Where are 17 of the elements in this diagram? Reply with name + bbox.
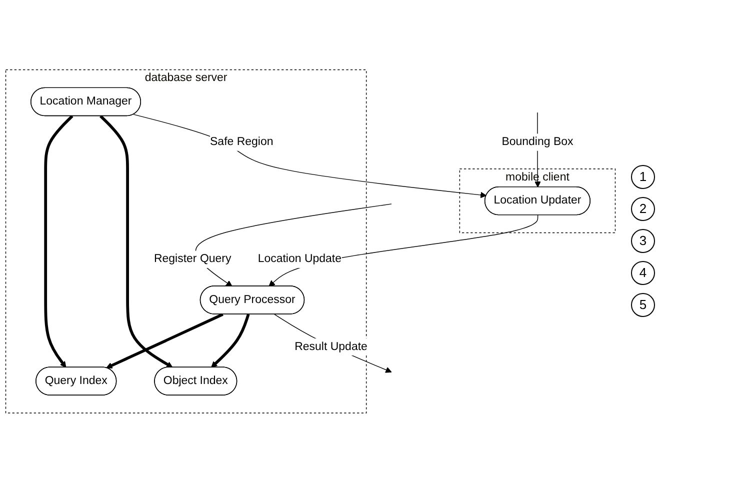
arrow bbox=[195, 203, 392, 286]
arrow bbox=[274, 314, 392, 372]
step-number: 4 bbox=[631, 261, 655, 285]
edge-label: Safe Region bbox=[210, 135, 274, 148]
arrow bbox=[100, 114, 173, 368]
step-number: 2 bbox=[631, 197, 655, 221]
arrow bbox=[106, 312, 224, 368]
arrow bbox=[44, 114, 74, 368]
edge-label: Result Update bbox=[294, 340, 368, 352]
edge-label: Bounding Box bbox=[502, 135, 574, 148]
edge-label: Register Query bbox=[154, 252, 232, 265]
step-number: 1 bbox=[631, 165, 655, 189]
arrow bbox=[133, 114, 487, 198]
step-number: 3 bbox=[631, 229, 655, 253]
edge-label: Location Update bbox=[258, 252, 342, 265]
step-number: 5 bbox=[631, 293, 655, 317]
arrow bbox=[211, 313, 250, 368]
